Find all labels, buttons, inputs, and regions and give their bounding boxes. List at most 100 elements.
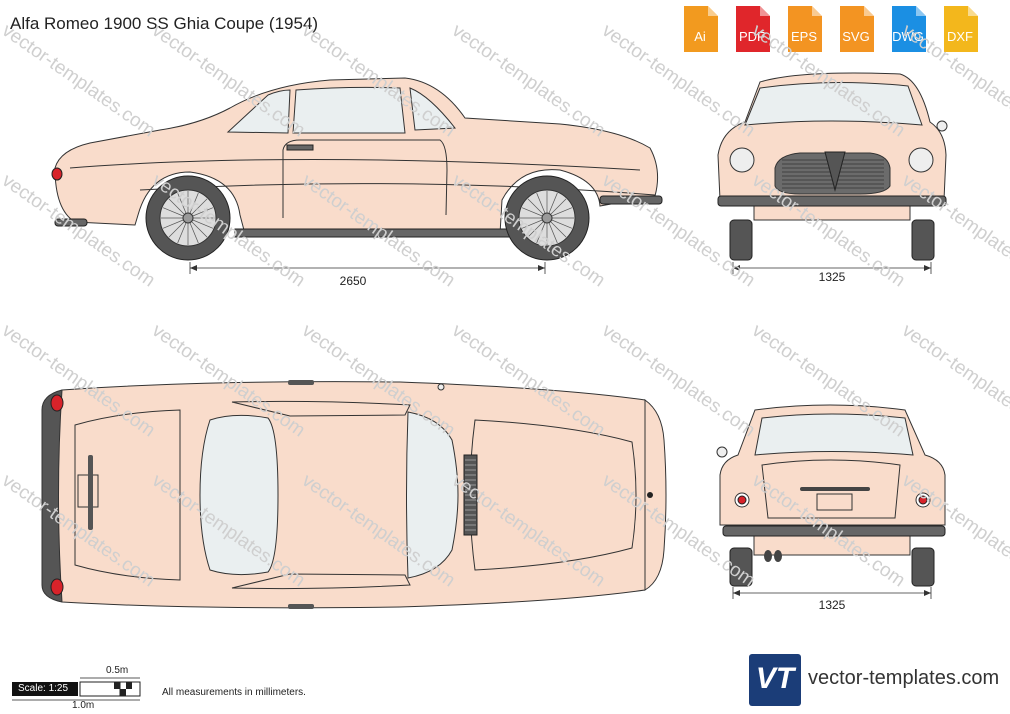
- top-emblem: [647, 492, 653, 498]
- watermark-text: vector-templates.com: [147, 470, 309, 592]
- side-belt-line: [69, 158, 641, 171]
- watermark-text: vector-templates.com: [147, 320, 309, 442]
- measurement-note: All measurements in millimeters.: [162, 687, 306, 698]
- rear-right-taillight: [918, 495, 928, 505]
- watermark-text: vector-templates.com: [597, 470, 759, 592]
- format-dwg-icon[interactable]: DWG: [884, 4, 932, 54]
- top-left-taillight: [50, 394, 64, 412]
- format-dwg-label: DWG: [892, 29, 924, 44]
- rear-track-label: 1325: [819, 598, 846, 612]
- watermark-text: vector-templates.com: [597, 170, 759, 292]
- watermark-text: vector-templates.com: [897, 170, 1010, 292]
- top-trunk-lid: [74, 409, 181, 581]
- format-svg-label: SVG: [842, 29, 870, 44]
- top-vent-slats: [465, 459, 476, 531]
- watermark-text: vector-templates.com: [597, 20, 759, 142]
- watermark-text: vector-templates.com: [447, 20, 609, 142]
- top-mirror: [437, 383, 445, 391]
- format-pdf-icon[interactable]: PDF: [728, 4, 776, 54]
- brand-logo-text: VT: [755, 662, 795, 695]
- watermark-text: vector-templates.com: [447, 470, 609, 592]
- format-dxf-icon[interactable]: DXF: [936, 4, 984, 54]
- watermark-text: vector-templates.com: [447, 170, 609, 292]
- rear-mirror: [716, 446, 728, 458]
- watermark-text: vector-templates.com: [0, 20, 159, 142]
- side-window-rear: [226, 89, 291, 134]
- side-window-front: [292, 86, 406, 134]
- rear-right-tire: [911, 547, 935, 587]
- watermark-text: vector-templates.com: [897, 470, 1010, 592]
- watermark-text: vector-templates.com: [747, 320, 909, 442]
- front-windshield: [744, 81, 923, 126]
- rear-bumper: [722, 525, 946, 537]
- page-title: Alfa Romeo 1900 SS Ghia Coupe (1954): [10, 14, 319, 33]
- watermark-text: vector-templates.com: [0, 170, 159, 292]
- watermark-text: vector-templates.com: [747, 20, 909, 142]
- rear-trunk-lid: [761, 459, 901, 519]
- rear-left-tire: [729, 547, 753, 587]
- top-windshield: [406, 411, 459, 579]
- format-icons: Ai PDF EPS SVG DWG DXF: [676, 4, 984, 54]
- format-ai-icon[interactable]: Ai: [676, 4, 724, 54]
- front-bumper: [717, 195, 947, 207]
- watermark-text: vector-templates.com: [297, 20, 459, 142]
- top-right-taillight: [50, 578, 64, 596]
- top-trunk-handle: [88, 455, 93, 530]
- format-dxf-label: DXF: [947, 29, 973, 44]
- watermark-text: vector-templates.com: [747, 470, 909, 592]
- side-taillight: [51, 167, 63, 181]
- watermark-text: vector-templates.com: [597, 320, 759, 442]
- scale-label: Scale: 1:25: [12, 682, 78, 696]
- top-view: [41, 380, 667, 609]
- watermark-text: vector-templates.com: [297, 320, 459, 442]
- watermark-text: vector-templates.com: [297, 470, 459, 592]
- rear-left-taillight: [737, 495, 747, 505]
- rear-exhaust-right: [774, 550, 782, 562]
- rear-view: 1325: [716, 404, 946, 612]
- side-rear-spokes: [161, 191, 215, 245]
- scale-ruler: [12, 677, 141, 701]
- format-svg-icon[interactable]: SVG: [832, 4, 880, 54]
- watermark-text: vector-templates.com: [147, 20, 309, 142]
- front-mirror: [936, 120, 948, 132]
- watermark-text: vector-templates.com: [897, 320, 1010, 442]
- format-eps-label: EPS: [790, 29, 817, 44]
- rear-exhaust-left: [764, 550, 772, 562]
- brand-url[interactable]: vector-templates.com: [808, 667, 1000, 689]
- front-left-headlight: [729, 147, 755, 173]
- watermark-text: vector-templates.com: [0, 320, 159, 442]
- rear-trunk-handle: [800, 487, 870, 491]
- watermark-text: vector-templates.com: [897, 20, 1010, 142]
- side-view: 2650: [51, 77, 663, 288]
- top-front-nose: [644, 399, 667, 591]
- watermark-text: vector-templates.com: [447, 320, 609, 442]
- rear-plate: [816, 493, 853, 511]
- watermark-text: vector-templates.com: [0, 470, 159, 592]
- watermark-text: vector-templates.com: [297, 170, 459, 292]
- watermark-text: vector-templates.com: [147, 170, 309, 292]
- front-right-headlight: [908, 147, 934, 173]
- rear-window: [754, 413, 914, 456]
- scale-half-meter: 0.5m: [106, 665, 129, 676]
- front-left-tire: [729, 219, 753, 261]
- side-front-bumper: [599, 195, 663, 205]
- top-left-window: [231, 400, 411, 417]
- format-ai-label: Ai: [694, 29, 706, 44]
- side-body: [54, 77, 659, 235]
- side-windshield: [409, 87, 456, 131]
- wheelbase-label: 2650: [340, 274, 367, 288]
- side-door-handle: [286, 144, 314, 151]
- side-front-spokes: [520, 191, 574, 245]
- front-track-label: 1325: [819, 270, 846, 284]
- scale-one-meter: 1.0m: [72, 700, 95, 711]
- top-right-handle: [288, 604, 314, 609]
- top-right-window: [231, 573, 411, 590]
- top-rear-window: [199, 414, 279, 576]
- side-door: [282, 139, 448, 218]
- brand-logo-icon[interactable]: VT: [749, 654, 801, 706]
- front-view: 1325: [717, 72, 948, 284]
- format-eps-icon[interactable]: EPS: [780, 4, 828, 54]
- front-right-tire: [911, 219, 935, 261]
